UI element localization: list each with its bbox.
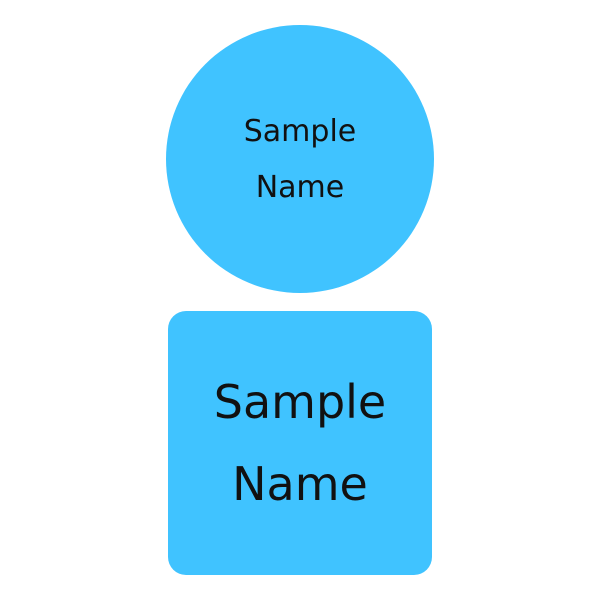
- square-label-line-2: Name: [232, 457, 368, 511]
- square-label-text: Sample Name: [214, 361, 386, 525]
- square-name-label: Sample Name: [168, 311, 432, 575]
- circle-label-line-2: Name: [255, 170, 345, 205]
- circle-label-text: Sample Name: [244, 104, 357, 216]
- circle-label-line-1: Sample: [243, 114, 357, 149]
- circle-name-label: Sample Name: [166, 25, 434, 293]
- square-label-line-1: Sample: [213, 375, 387, 429]
